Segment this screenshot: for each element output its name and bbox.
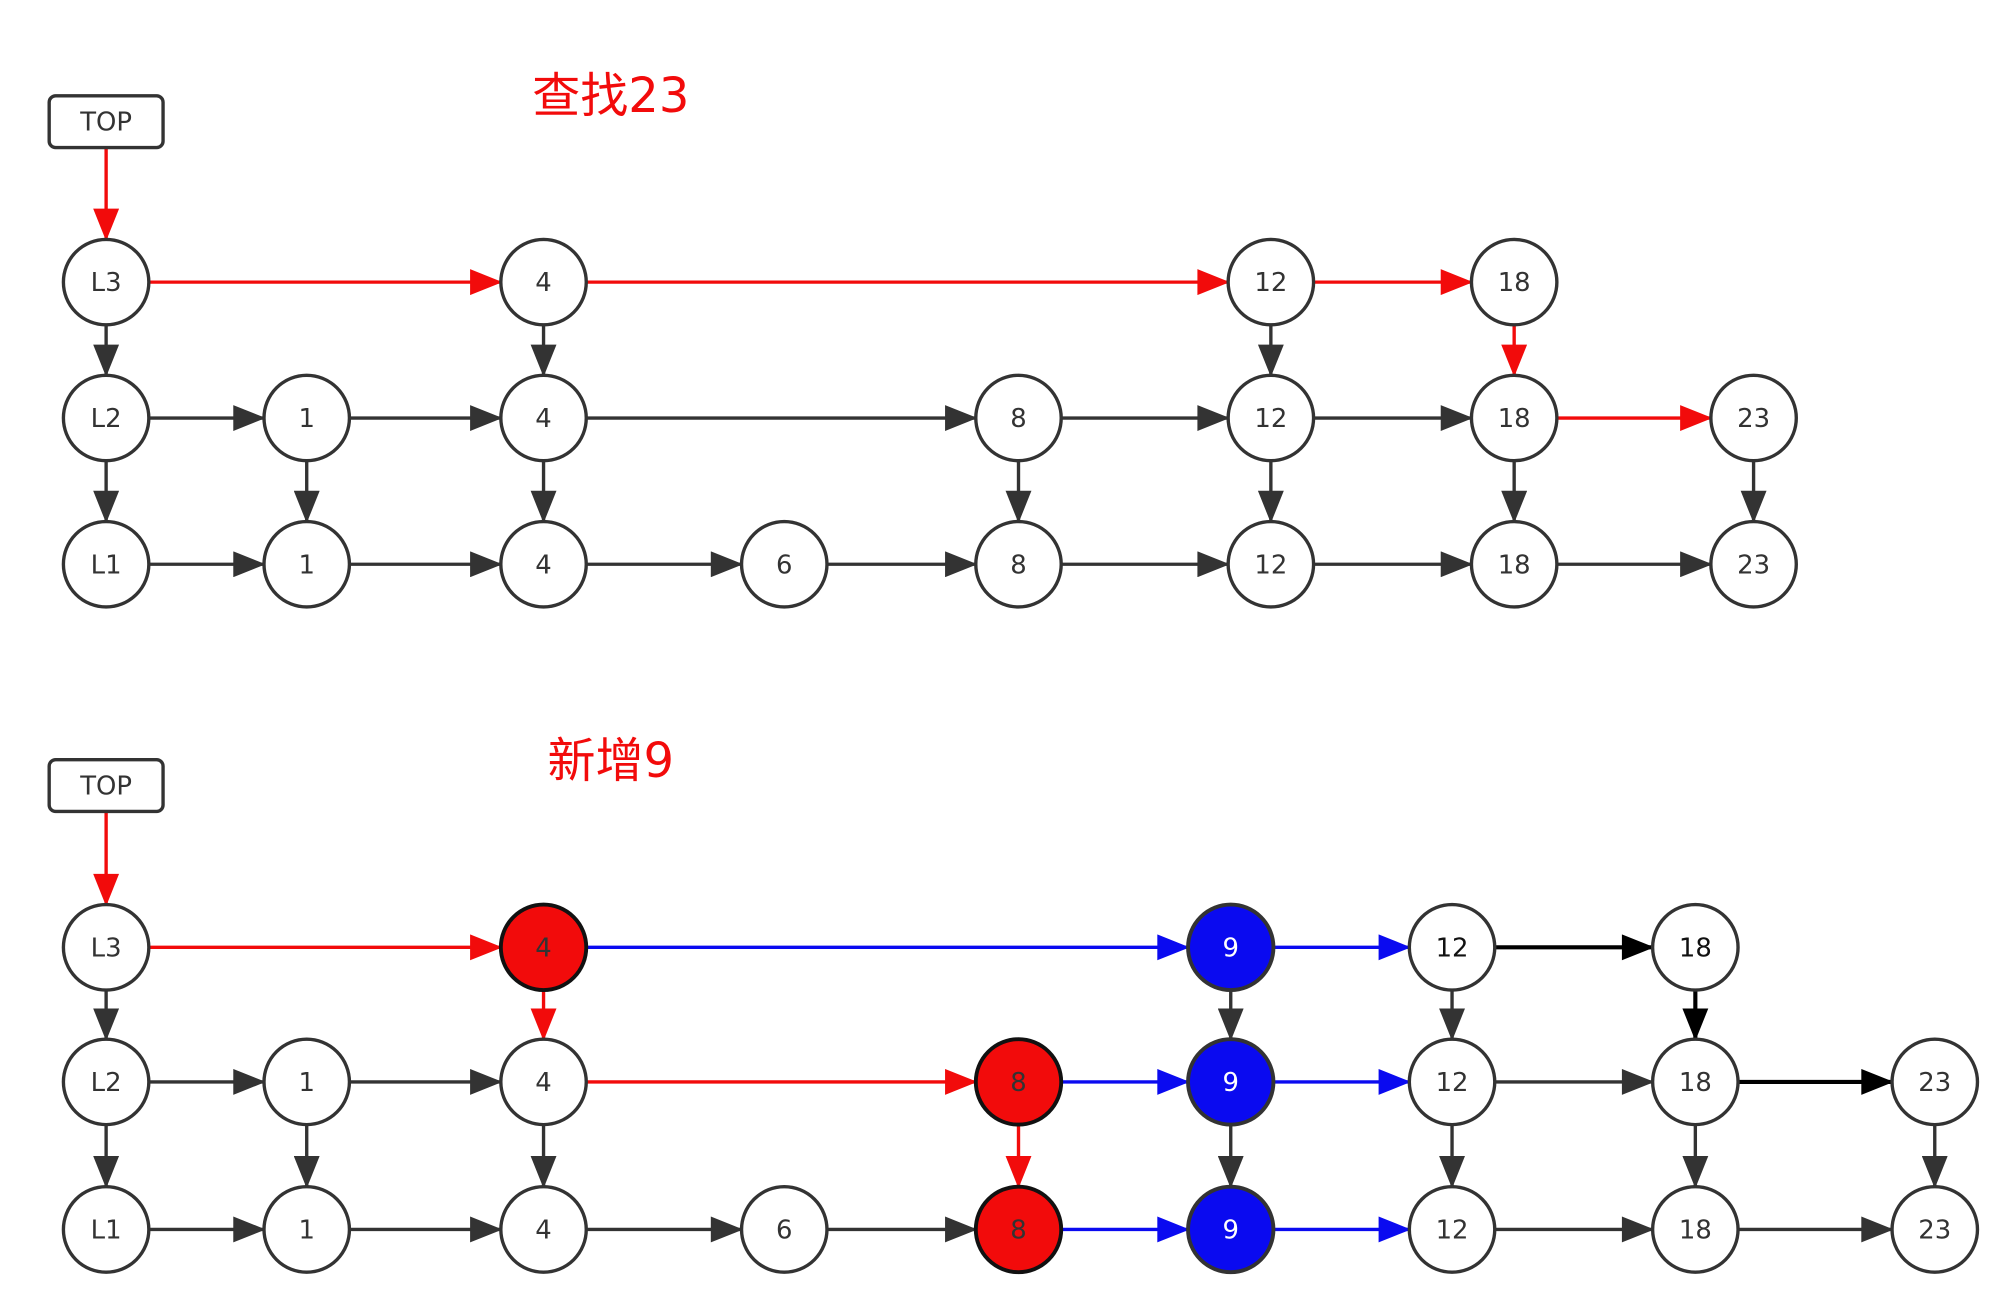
node-12-L1: 12: [1226, 519, 1316, 609]
node-1-L2: 1: [262, 373, 352, 463]
level-head-L1: L1: [61, 519, 151, 609]
node-label: L2: [91, 1068, 122, 1098]
node-4-L2: 4: [499, 1037, 588, 1127]
node-12-L2: 12: [1226, 373, 1316, 463]
edges: [93, 147, 1767, 578]
node-label: 1: [298, 1216, 314, 1246]
node-label: 4: [535, 404, 551, 434]
node-label: 18: [1498, 404, 1531, 434]
node-label: 12: [1254, 404, 1287, 434]
level-head-L2: L2: [61, 1037, 151, 1127]
node-12-L3: 12: [1226, 237, 1316, 327]
level-head-L3: L3: [61, 902, 151, 992]
node-label: 12: [1254, 550, 1287, 580]
node-8-L1: 8: [974, 519, 1063, 609]
node-label: L1: [91, 550, 122, 580]
node-label: 8: [1010, 550, 1026, 580]
node-label: 1: [298, 1068, 314, 1098]
node-23-L1: 23: [1890, 1185, 1980, 1274]
node-label: 18: [1679, 933, 1712, 963]
node-label: L1: [91, 1216, 122, 1246]
insert-9-title: 新增9: [547, 732, 675, 789]
node-label: 12: [1254, 268, 1287, 298]
node-label: 9: [1223, 933, 1239, 963]
node-label: 4: [535, 1068, 551, 1098]
node-9-L1: 9: [1186, 1184, 1276, 1275]
node-4-L3: 4: [499, 237, 588, 327]
node-23-L1: 23: [1709, 519, 1798, 609]
node-label: 6: [776, 1216, 792, 1246]
node-18-L2: 18: [1469, 373, 1559, 463]
node-label: L3: [91, 268, 122, 298]
node-label: 23: [1737, 404, 1770, 434]
node-12-L2: 12: [1407, 1037, 1497, 1127]
node-label: L2: [91, 404, 122, 434]
node-18-L3: 18: [1650, 902, 1740, 992]
level-head-L1: L1: [61, 1185, 151, 1274]
top-label: TOP: [79, 108, 132, 138]
node-label: 18: [1679, 1068, 1712, 1098]
search-23-title: 查找23: [532, 67, 690, 124]
node-18-L2: 18: [1650, 1037, 1740, 1127]
node-12-L1: 12: [1407, 1185, 1497, 1274]
node-4-L2: 4: [499, 373, 588, 463]
top-pointer-box: TOP: [47, 94, 165, 150]
node-23-L2: 23: [1890, 1037, 1980, 1127]
node-label: 12: [1436, 1068, 1469, 1098]
edges: [93, 811, 1948, 1243]
node-label: 1: [298, 550, 314, 580]
level-head-L3: L3: [61, 237, 151, 327]
node-label: 8: [1010, 404, 1026, 434]
node-label: 12: [1436, 933, 1469, 963]
node-label: 1: [298, 404, 314, 434]
node-label: 4: [535, 1216, 551, 1246]
node-4-L1: 4: [499, 519, 588, 609]
node-6-L1: 6: [739, 1185, 829, 1274]
node-8-L1: 8: [973, 1184, 1064, 1275]
node-18-L1: 18: [1650, 1185, 1740, 1274]
node-label: 23: [1918, 1068, 1951, 1098]
node-9-L3: 9: [1186, 902, 1276, 992]
node-label: 4: [535, 933, 551, 963]
node-label: 4: [535, 268, 551, 298]
node-label: 18: [1498, 550, 1531, 580]
node-label: 18: [1679, 1216, 1712, 1246]
node-1-L2: 1: [262, 1037, 352, 1127]
level-head-L2: L2: [61, 373, 151, 463]
node-label: L3: [91, 933, 122, 963]
node-label: 6: [776, 550, 792, 580]
node-4-L1: 4: [499, 1185, 588, 1274]
node-23-L2: 23: [1709, 373, 1798, 463]
node-8-L2: 8: [973, 1037, 1064, 1127]
node-1-L1: 1: [262, 519, 352, 609]
node-label: 9: [1223, 1068, 1239, 1098]
node-8-L2: 8: [974, 373, 1063, 463]
node-1-L1: 1: [262, 1185, 352, 1274]
node-label: 23: [1918, 1216, 1951, 1246]
node-6-L1: 6: [739, 519, 829, 609]
node-label: 23: [1737, 550, 1770, 580]
node-18-L3: 18: [1469, 237, 1559, 327]
node-4-L3: 4: [498, 902, 589, 992]
node-12-L3: 12: [1407, 902, 1497, 992]
top-label: TOP: [79, 772, 132, 802]
top-pointer-box: TOP: [47, 757, 165, 814]
node-label: 12: [1436, 1216, 1469, 1246]
node-label: 8: [1010, 1216, 1026, 1246]
node-label: 18: [1498, 268, 1531, 298]
node-18-L1: 18: [1469, 519, 1559, 609]
node-label: 9: [1223, 1216, 1239, 1246]
node-label: 4: [535, 550, 551, 580]
node-label: 8: [1010, 1068, 1026, 1098]
node-9-L2: 9: [1186, 1037, 1276, 1127]
